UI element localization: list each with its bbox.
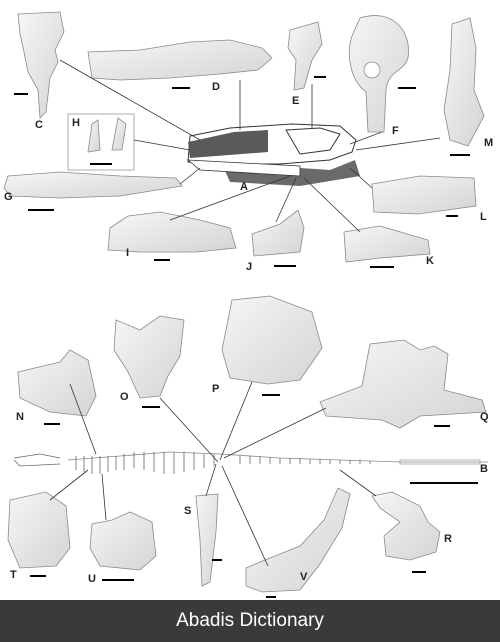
- panel-label-n: N: [16, 411, 24, 423]
- panel-label-k: K: [426, 255, 434, 267]
- scale-bar-u: [102, 579, 134, 581]
- specimen-j: [251, 209, 305, 267]
- panel-label-h: H: [72, 117, 80, 129]
- scale-bar-f: [398, 87, 416, 89]
- specimen-e: [287, 21, 326, 91]
- panel-label-t: T: [10, 569, 17, 581]
- panel-label-j: J: [246, 261, 253, 273]
- specimen-n: [17, 349, 97, 425]
- panel-label-u: U: [88, 573, 96, 585]
- scale-bar-e: [314, 76, 326, 78]
- specimen-g: [3, 171, 183, 211]
- panel-label-c: C: [35, 119, 43, 131]
- scale-bar-j: [274, 265, 296, 267]
- panel-label-b: B: [480, 463, 488, 475]
- specimen-l: [371, 175, 477, 217]
- scale-bar-k: [370, 266, 394, 268]
- panel-label-f: F: [392, 125, 399, 137]
- scale-bar-s: [212, 559, 222, 561]
- specimen-v: [245, 487, 351, 598]
- leader-lines-top: [59, 59, 441, 233]
- specimen-u: [89, 511, 157, 581]
- specimen-q: [319, 339, 487, 429]
- panel-label-i: I: [126, 247, 130, 259]
- panel-label-p: P: [212, 383, 220, 395]
- specimen-k: [343, 225, 431, 268]
- watermark-text: Abadis Dictionary: [176, 610, 324, 631]
- scale-bar-m: [450, 154, 470, 156]
- scale-bar-i: [154, 259, 170, 261]
- specimen-h-box: [67, 113, 135, 171]
- panel-label-m: M: [484, 137, 494, 149]
- scale-bar-n: [44, 423, 60, 425]
- scale-bar-b: [410, 482, 478, 484]
- specimen-p: [221, 295, 323, 396]
- panel-label-d: D: [212, 81, 220, 93]
- specimen-i: [107, 211, 237, 261]
- specimen-m: [443, 17, 485, 156]
- specimen-c: [14, 11, 65, 119]
- scale-bar-t: [30, 575, 46, 577]
- specimen-s: [195, 493, 222, 587]
- scale-bar-q: [434, 425, 450, 427]
- panel-label-v: V: [300, 571, 308, 583]
- specimen-t: [7, 491, 71, 577]
- vertebral-column-b: [13, 451, 488, 474]
- scale-bar-o: [142, 406, 160, 408]
- panel-label-a: A: [240, 181, 248, 193]
- scale-bar-h: [90, 163, 112, 165]
- panel-label-l: L: [480, 211, 487, 223]
- panel-label-e: E: [292, 95, 300, 107]
- scale-bar-p: [262, 394, 280, 396]
- specimen-o: [113, 315, 185, 408]
- panel-label-r: R: [444, 533, 452, 545]
- fossil-figure: [3, 11, 488, 598]
- scale-bar-d: [172, 87, 190, 89]
- watermark-bar: Abadis Dictionary: [0, 600, 500, 642]
- leader-lines-bottom: [49, 381, 377, 567]
- specimen-d: [87, 39, 273, 89]
- scale-bar-g: [28, 209, 54, 211]
- scale-bar-r: [412, 571, 426, 573]
- panel-label-g: G: [4, 191, 13, 203]
- panel-label-o: O: [120, 391, 129, 403]
- specimen-r: [371, 491, 441, 573]
- scale-bar-v: [266, 596, 276, 598]
- scale-bar-l: [446, 215, 458, 217]
- panel-label-q: Q: [480, 411, 489, 423]
- panel-label-s: S: [184, 505, 192, 517]
- specimen-f: [349, 15, 416, 133]
- scale-bar-c: [14, 93, 28, 95]
- skull-reconstruction-a: [186, 123, 360, 186]
